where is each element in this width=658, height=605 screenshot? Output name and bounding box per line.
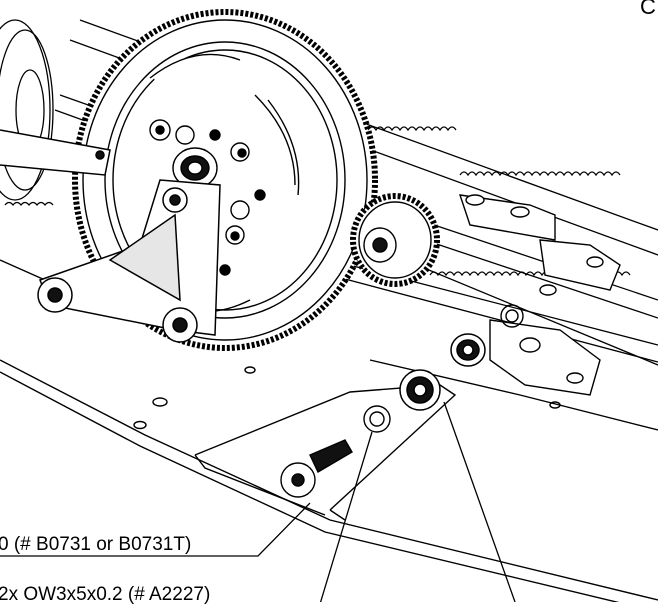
screw-leader [0, 502, 311, 557]
motor-mount [458, 194, 621, 396]
bearing-upper [450, 333, 486, 367]
corner-text-fragment: C [640, 0, 656, 19]
bearing-leader [443, 401, 516, 602]
button-head-screw [280, 439, 353, 498]
screw-callout-label: 0 (# B0731 or B0731T) [0, 534, 192, 555]
bearing-lower [399, 369, 441, 411]
shim-leader [319, 431, 373, 602]
shim-callout-label: 2x OW3x5x0.2 (# A2227) [0, 584, 211, 605]
washer-upper [500, 304, 524, 328]
bracket-arm [0, 129, 221, 343]
shim-washer [363, 405, 391, 433]
leader-lines [0, 401, 516, 602]
pinion-gear [350, 193, 440, 287]
left-pulley [0, 19, 54, 201]
